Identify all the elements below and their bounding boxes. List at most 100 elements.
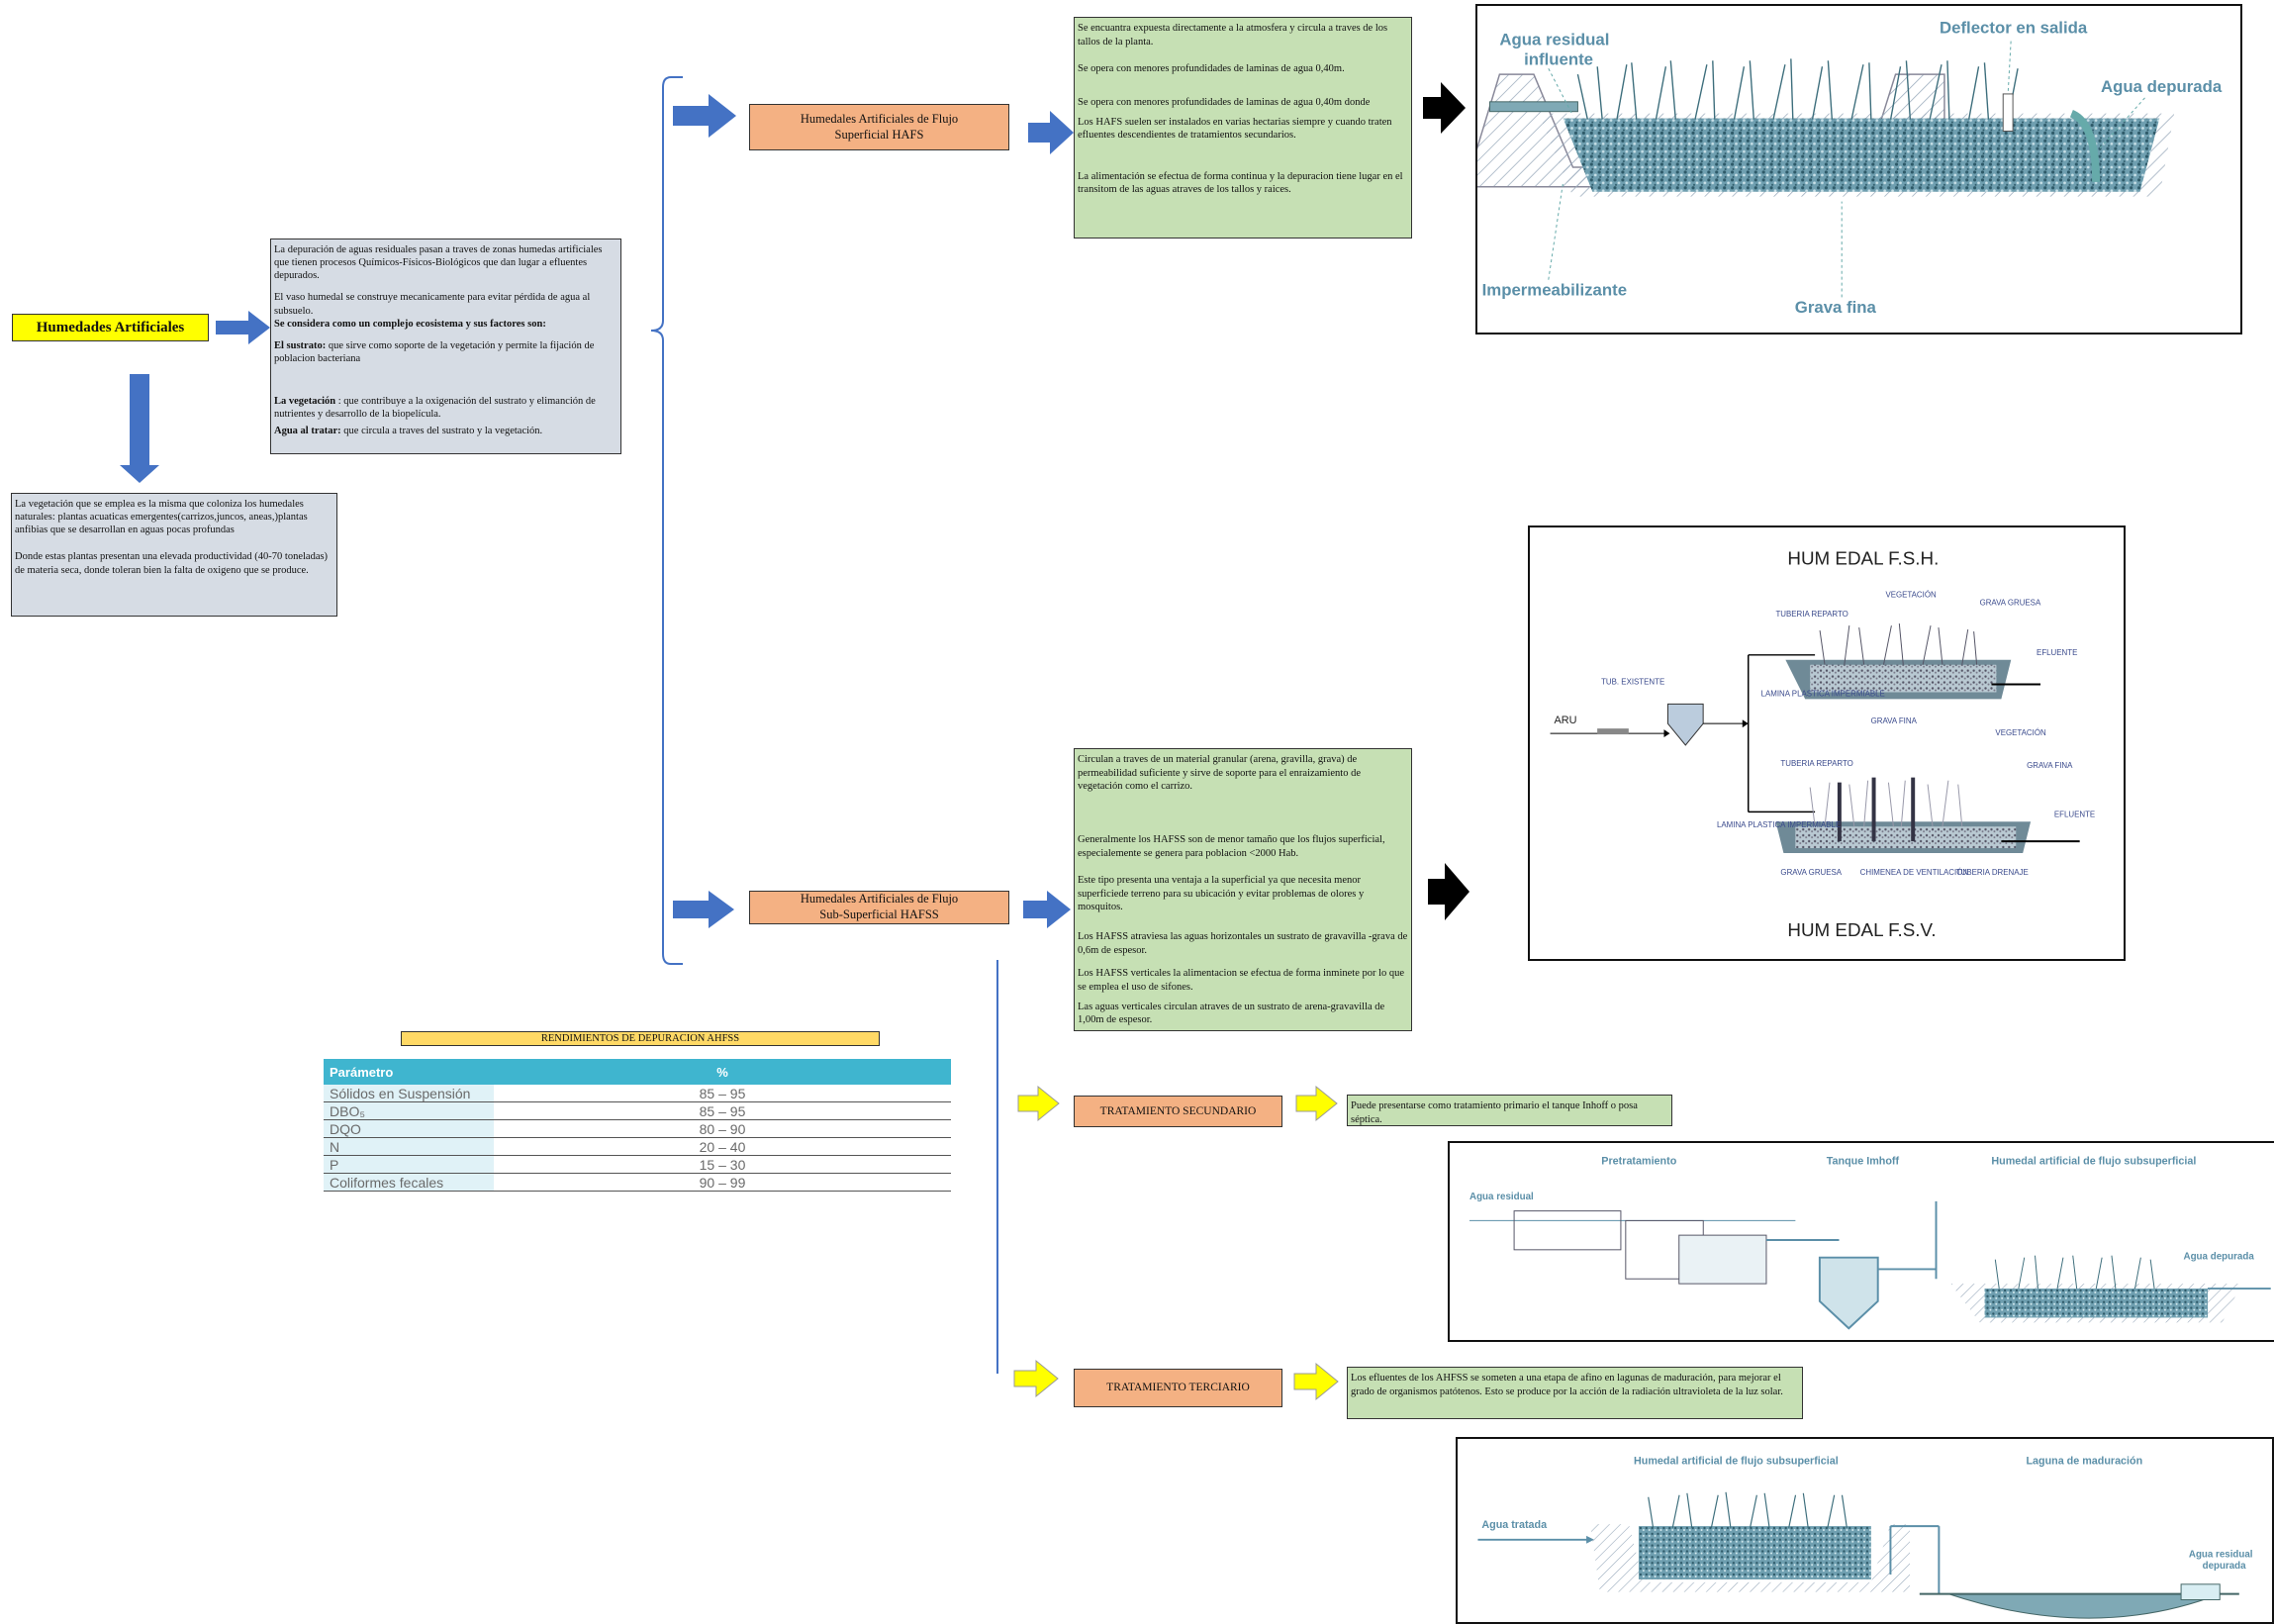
humedal-secundario-label: Humedal artificial de flujo subsuperfici… [1991, 1156, 2196, 1168]
bracket [650, 76, 683, 965]
arrow-hafss-to-notes [1023, 891, 1071, 928]
table-cell: 80 – 90 [494, 1119, 951, 1138]
hafs-label-agua-depurada: Agua depurada [2101, 77, 2223, 96]
arrow-to-terciario [1013, 1359, 1059, 1398]
fsh-grava-gruesa-label: GRAVA GRUESA [1980, 598, 2041, 607]
arrow-to-hafs [673, 94, 736, 138]
arrow-hafss-to-figure [1428, 863, 1469, 920]
hafs-notes: Se encuantra expuesta directamente a la … [1074, 17, 1412, 239]
hafs-note-4: Los HAFS suelen ser instalados en varias… [1078, 116, 1392, 142]
table-cell: P [324, 1155, 494, 1174]
arrow-terciario-to-note [1293, 1362, 1339, 1401]
intro-p2: El vaso humedal se construye mecanicamen… [274, 292, 591, 317]
fsh-tuberia-label: TUBERIA REPARTO [1775, 610, 1848, 619]
hafs-note-5: La alimentación se efectua de forma cont… [1078, 170, 1403, 196]
table-cell: N [324, 1137, 494, 1156]
hafss-diagram: HUM EDAL F.S.H. HUM EDAL F.S.V. ARU TUB.… [1528, 525, 2126, 961]
vegetation-p2: Donde estas plantas presentan una elevad… [15, 551, 329, 576]
fsh-grava-fina-label: GRAVA FINA [1871, 716, 1918, 725]
fsh-vegetacion-label: VEGETACIÓN [1885, 590, 1937, 599]
header-percent: % [494, 1059, 951, 1085]
table-cell: 15 – 30 [494, 1155, 951, 1174]
table-cell: 85 – 95 [494, 1101, 951, 1120]
hafs-box: Humedales Artificiales de Flujo Superfic… [749, 104, 1009, 150]
arrow-hafs-to-notes [1028, 111, 1074, 154]
intro-p1: La depuración de aguas residuales pasan … [274, 244, 603, 282]
hafs-note-1: Se encuantra expuesta directamente a la … [1078, 23, 1388, 48]
hafs-note-2: Se opera con menores profundidades de la… [1078, 63, 1345, 75]
hafss-note-4: Los HAFSS atraviesa las aguas horizontal… [1078, 931, 1408, 956]
table-cell: Sólidos en Suspensión [324, 1085, 494, 1102]
intro-p3: Se considera como un complejo ecosistema… [274, 318, 546, 330]
terciario-agua-residual-label: Agua residual [2189, 1549, 2253, 1560]
fsh-lamina-label: LAMINA PLASTICA IMPERMIABLE [1761, 689, 1885, 698]
pretratamiento-label: Pretratamiento [1601, 1156, 1676, 1168]
fsv-efluente-label: EFLUENTE [2054, 810, 2095, 818]
fsv-lamina-label: LAMINA PLASTICA IMPERMIABLE [1717, 820, 1841, 829]
vegetation-p1: La vegetación que se emplea es la misma … [15, 499, 308, 536]
fsv-vegetacion-label: VEGETACIÓN [1995, 728, 2046, 737]
hafs-label-influente: influente [1524, 49, 1593, 68]
intro-vegetacion: La vegetación : que contribuye a la oxig… [274, 396, 596, 421]
table-cell: 85 – 95 [494, 1085, 951, 1102]
fsv-tuberia-label: TUBERIA REPARTO [1780, 759, 1852, 768]
fsv-tuberia-drenaje-label: TUBERIA DRENAJE [1956, 868, 2029, 877]
intro-sustrato: El sustrato: que sirve como soporte de l… [274, 339, 595, 364]
intro-agua: Agua al tratar: que circula a traves del… [274, 426, 543, 437]
hafs-note-3: Se opera con menores profundidades de la… [1078, 96, 1371, 108]
secundario-note: Puede presentarse como tratamiento prima… [1347, 1095, 1672, 1126]
hafs-label-deflector: Deflector en salida [1940, 19, 2088, 38]
fsv-title: HUM EDAL F.S.V. [1787, 919, 1936, 940]
arrow-to-hafss [673, 891, 734, 928]
laguna-label: Laguna de maduración [2026, 1455, 2142, 1467]
hafss-notes: Circulan a traves de un material granula… [1074, 748, 1412, 1031]
fsv-grava-fina-label: GRAVA FINA [2027, 761, 2073, 770]
table-cell: DQO [324, 1119, 494, 1138]
terciario-diagram: Humedal artificial de flujo subsuperfici… [1456, 1437, 2274, 1624]
rendimientos-title: RENDIMIENTOS DE DEPURACION AHFSS [401, 1031, 880, 1046]
arrow-hafs-to-figure [1423, 82, 1466, 134]
agua-tratada-label: Agua tratada [1481, 1519, 1548, 1531]
hafs-label-impermeabilizante: Impermeabilizante [1482, 280, 1627, 299]
secundario-agua-residual-label: Agua residual [1469, 1192, 1534, 1202]
arrow-root-to-vegetation [120, 374, 159, 483]
fsv-grava-gruesa-label: GRAVA GRUESA [1780, 868, 1842, 877]
secundario-box: TRATAMIENTO SECUNDARIO [1074, 1096, 1282, 1127]
fsh-efluente-label: EFLUENTE [2037, 648, 2077, 657]
arrow-secundario-to-note [1295, 1085, 1338, 1122]
table-cell: 90 – 99 [494, 1173, 951, 1192]
hafss-box: Humedales Artificiales de Flujo Sub-Supe… [749, 891, 1009, 924]
tanque-label: Tanque Imhoff [1827, 1156, 1900, 1168]
hafs-diagram: Agua residual influente Deflector en sal… [1475, 4, 2242, 334]
table-cell: 20 – 40 [494, 1137, 951, 1156]
hafss-note-3: Este tipo presenta una ventaja a la supe… [1078, 875, 1365, 913]
vegetation-box: La vegetación que se emplea es la misma … [11, 493, 337, 617]
table-cell: DBO₅ [324, 1101, 494, 1120]
intro-box: La depuración de aguas residuales pasan … [270, 239, 621, 454]
table-header: Parámetro % [324, 1059, 951, 1085]
secundario-agua-depurada-label: Agua depurada [2183, 1252, 2254, 1263]
hafs-label-agua-residual: Agua residual [1499, 31, 1609, 49]
humedal-terciario-label: Humedal artificial de flujo subsuperfici… [1634, 1455, 1839, 1467]
table-cell: Coliformes fecales [324, 1173, 494, 1192]
hafs-label-grava-fina: Grava fina [1795, 298, 1877, 317]
aru-label: ARU [1555, 715, 1577, 726]
terciario-box: TRATAMIENTO TERCIARIO [1074, 1369, 1282, 1407]
root-title: Humedades Artificiales [12, 314, 209, 341]
header-parametro: Parámetro [324, 1059, 494, 1085]
arrow-to-secundario [1017, 1085, 1060, 1122]
hafss-note-5: Los HAFSS verticales la alimentacion se … [1078, 968, 1405, 994]
hafss-note-1: Circulan a traves de un material granula… [1078, 754, 1362, 793]
hafss-note-6: Las aguas verticales circulan atraves de… [1078, 1001, 1385, 1026]
terciario-note: Los efluentes de los AHFSS se someten a … [1347, 1367, 1803, 1419]
secundario-diagram: Pretratamiento Tanque Imhoff Humedal art… [1448, 1141, 2274, 1342]
hafss-note-2: Generalmente los HAFSS son de menor tama… [1078, 833, 1385, 859]
tub-existente-label: TUB. EXISTENTE [1601, 678, 1664, 687]
